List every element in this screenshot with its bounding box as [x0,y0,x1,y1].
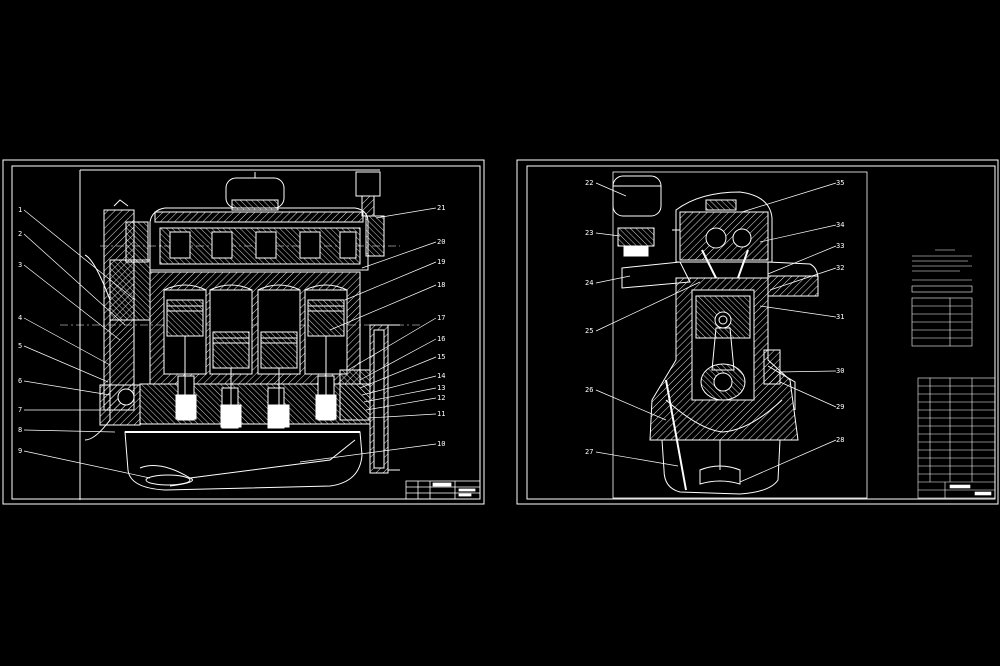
parts-list-right [917,377,996,499]
callout-6: 6 [18,377,22,385]
callout-25: 25 [585,327,593,335]
cylinder-block-right [649,277,799,441]
callout-10: 10 [437,440,445,448]
sheet-right-outer-border [516,159,999,505]
callout-24: 24 [585,279,593,287]
side-parts-right [763,349,796,410]
air-cleaner-right [612,175,662,257]
callout-19: 19 [437,258,445,266]
callout-9: 9 [18,447,22,455]
callout-21: 21 [437,204,445,212]
callout-30: 30 [836,367,844,375]
oil-pan-left [124,431,363,491]
oil-pan-right [661,379,781,495]
callout-13: 13 [437,384,445,392]
callout-27: 27 [585,448,593,456]
callout-17: 17 [437,314,445,322]
callout-31: 31 [836,313,844,321]
callout-33: 33 [836,242,844,250]
cylinder-head-left [149,207,369,271]
callout-23: 23 [585,229,593,237]
callout-7: 7 [18,406,22,414]
callout-11: 11 [437,410,445,418]
callouts-left: 1 2 3 4 5 6 7 8 9 10 11 12 13 14 15 16 1… [18,204,445,455]
sheet-left-inner-border [11,165,481,500]
crankshaft-left [139,336,371,429]
front-end-left [84,199,151,441]
callout-35: 35 [836,179,844,187]
callout-8: 8 [18,426,22,434]
sheet-right-inner-border [526,165,996,500]
callout-20: 20 [437,238,445,246]
callout-18: 18 [437,281,445,289]
callout-34: 34 [836,221,844,229]
distributor-left [355,171,385,257]
sheet-left [2,159,485,505]
callout-1: 1 [18,206,22,214]
callout-4: 4 [18,314,22,322]
callout-5: 5 [18,342,22,350]
technical-notes-right [911,249,973,347]
callout-26: 26 [585,386,593,394]
cylinder-block-left [149,271,361,385]
callout-2: 2 [18,230,22,238]
callout-28: 28 [836,436,844,444]
callout-3: 3 [18,261,22,269]
callout-16: 16 [437,335,445,343]
callouts-right: 22 23 24 25 26 27 28 29 30 31 32 33 34 3… [585,179,844,456]
sheet-right [516,159,999,505]
callout-29: 29 [836,403,844,411]
callout-15: 15 [437,353,445,361]
sheet-left-title-block [405,480,481,500]
callout-12: 12 [437,394,445,402]
sheet-left-outer-border [2,159,485,505]
cylinder-head-right [672,191,773,279]
callout-14: 14 [437,372,445,380]
callout-32: 32 [836,264,844,272]
callout-22: 22 [585,179,593,187]
